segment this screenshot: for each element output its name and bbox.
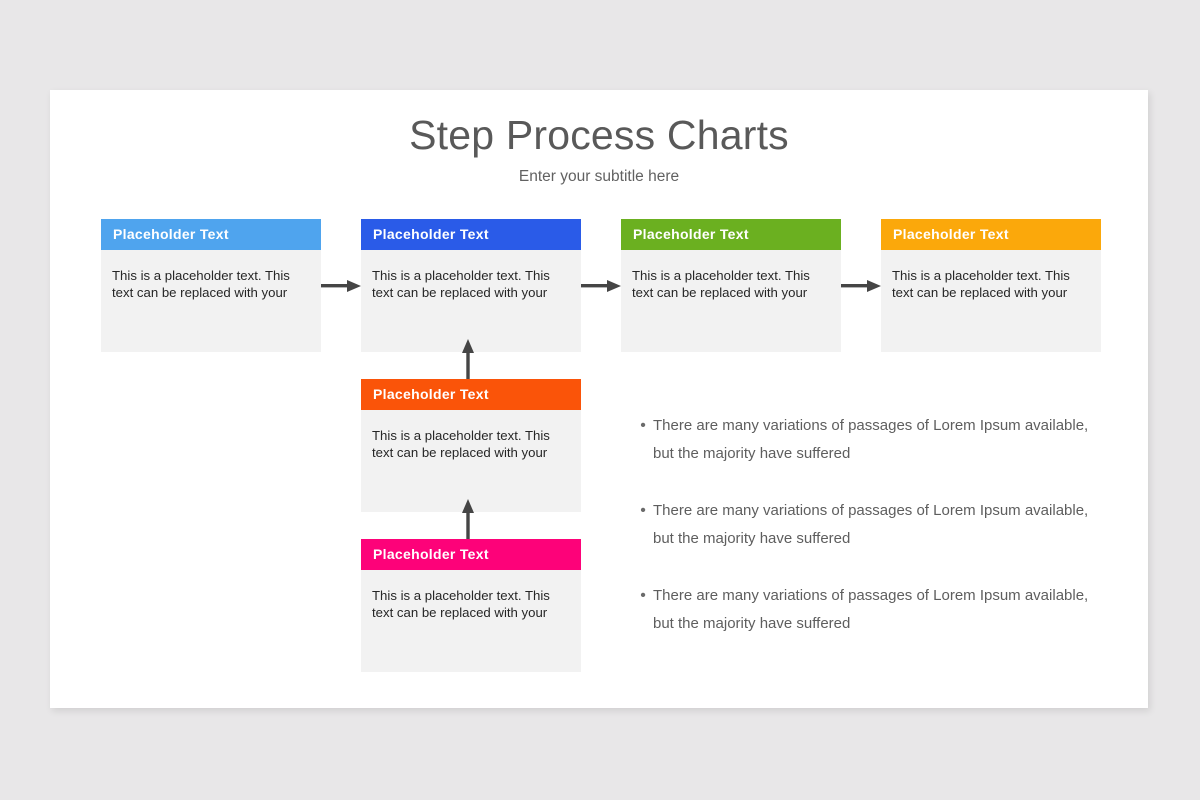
list-item: • There are many variations of passages … [633, 412, 1103, 467]
process-card-4[interactable]: Placeholder Text This is a placeholder t… [881, 219, 1101, 352]
process-card-2-header: Placeholder Text [361, 219, 581, 250]
slide-canvas: Step Process Charts Enter your subtitle … [50, 90, 1148, 708]
arrow-right-icon [841, 279, 881, 293]
arrow-up-icon [461, 339, 475, 379]
process-card-5-body: This is a placeholder text. This text ca… [361, 410, 581, 512]
arrow-right-icon [581, 279, 621, 293]
process-card-1[interactable]: Placeholder Text This is a placeholder t… [101, 219, 321, 352]
page-title: Step Process Charts [409, 112, 789, 158]
list-item: • There are many variations of passages … [633, 582, 1103, 637]
process-card-6-body: This is a placeholder text. This text ca… [361, 570, 581, 672]
bullet-marker-icon: • [640, 417, 646, 434]
process-card-2[interactable]: Placeholder Text This is a placeholder t… [361, 219, 581, 352]
arrow-up-icon [461, 499, 475, 539]
bullet-marker-icon: • [640, 502, 646, 519]
process-card-5[interactable]: Placeholder Text This is a placeholder t… [361, 379, 581, 512]
process-card-4-body: This is a placeholder text. This text ca… [881, 250, 1101, 352]
list-item-text: There are many variations of passages of… [653, 502, 1089, 547]
page-subtitle: Enter your subtitle here [518, 168, 680, 185]
process-card-5-header: Placeholder Text [361, 379, 581, 410]
process-card-6-header: Placeholder Text [361, 539, 581, 570]
process-card-1-body: This is a placeholder text. This text ca… [101, 250, 321, 352]
bullet-list: • There are many variations of passages … [633, 412, 1103, 667]
process-card-4-header: Placeholder Text [881, 219, 1101, 250]
arrow-right-icon [321, 279, 361, 293]
bullet-marker-icon: • [640, 587, 646, 604]
list-item: • There are many variations of passages … [633, 497, 1103, 552]
process-card-3[interactable]: Placeholder Text This is a placeholder t… [621, 219, 841, 352]
process-card-1-header: Placeholder Text [101, 219, 321, 250]
process-card-6[interactable]: Placeholder Text This is a placeholder t… [361, 539, 581, 672]
list-item-text: There are many variations of passages of… [653, 417, 1089, 462]
process-card-2-body: This is a placeholder text. This text ca… [361, 250, 581, 352]
list-item-text: There are many variations of passages of… [653, 587, 1089, 632]
process-card-3-header: Placeholder Text [621, 219, 841, 250]
process-card-3-body: This is a placeholder text. This text ca… [621, 250, 841, 352]
